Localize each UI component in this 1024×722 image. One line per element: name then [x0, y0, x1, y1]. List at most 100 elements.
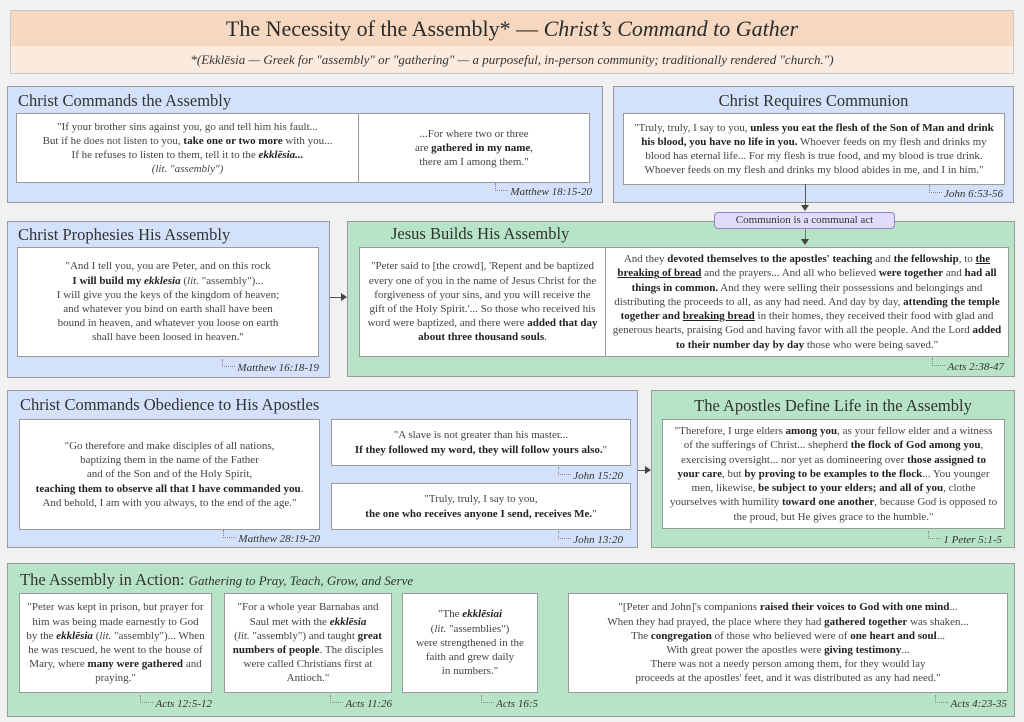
quote-text: "For a whole year Barnabas and Saul met …: [231, 600, 385, 685]
quote-segment: Whoever feeds on my flesh and drinks my …: [644, 135, 987, 177]
emphasis-text: those assigned to your care: [677, 453, 986, 480]
quote-text: "And I tell you, you are Peter, and on t…: [57, 259, 279, 344]
panel-assembly-in-action: The Assembly in Action: Gathering to Pra…: [7, 563, 1015, 717]
emphasis-text: among you: [785, 425, 838, 438]
emphasis-text: devoted themselves to the apostles' teac…: [667, 253, 873, 266]
citation: Matthew 16:18-19: [222, 359, 319, 374]
emphasis-text: lit.: [187, 274, 199, 287]
panel-subtitle: Gathering to Pray, Teach, Grow, and Serv…: [188, 573, 414, 588]
emphasis-text: ekklēsia: [329, 615, 367, 628]
emphasis-text: the breaking of bread: [617, 253, 991, 280]
panel-title: Christ Commands Obedience to His Apostle…: [20, 395, 320, 414]
emphasis-text: ekklēsia...: [258, 149, 304, 161]
emphasis-text: ekklēsiai: [462, 608, 503, 621]
quote-segment: ... There was not a needy person among t…: [635, 644, 941, 685]
quote-segment: ...For where two or three are: [414, 127, 529, 154]
quote-segment: and praying.": [95, 658, 202, 685]
quote-segment: and: [872, 253, 894, 266]
emphasis-text: one heart and soul: [850, 629, 937, 642]
quote-card: ...For where two or three are gathered i…: [358, 113, 590, 183]
emphasis-text: breaking bread: [682, 310, 755, 323]
quote-segment: , but: [722, 467, 745, 480]
emphasis-text: ekklesia: [143, 274, 181, 287]
emphasis-text: giving testimony: [824, 644, 902, 656]
emphasis-text: I will build my: [72, 274, 144, 287]
emphasis-text: be subject to your elders; and all of yo…: [758, 482, 944, 495]
arrow-down-icon: [801, 239, 809, 245]
quote-card: "The ekklēsiai (lit. "assemblies") were …: [402, 593, 538, 693]
quote-segment: "Go therefore and make disciples of all …: [64, 439, 275, 481]
quote-text: ...For where two or three are gathered i…: [415, 127, 533, 170]
quote-card: "Go therefore and make disciples of all …: [19, 419, 320, 530]
quote-card: "Therefore, I urge elders among you, as …: [662, 419, 1005, 529]
quote-segment: ... When they had prayed, the place wher…: [607, 601, 958, 628]
quote-segment: in their homes, they received their food…: [612, 310, 994, 337]
arrow-down-icon: [801, 205, 809, 211]
quote-text: "Peter said to [the crowd], 'Repent and …: [366, 259, 599, 344]
emphasis-text: many were gathered: [87, 658, 184, 671]
page-subtitle: *(Ekklēsia — Greek for "assembly" or "ga…: [10, 46, 1014, 74]
panel-christ-commands-obedience: Christ Commands Obedience to His Apostle…: [7, 390, 638, 548]
quote-segment: ": [592, 507, 597, 520]
connector-line: [330, 297, 342, 298]
quote-segment: , exercising oversight... nor yet as dom…: [681, 439, 984, 466]
emphasis-text: lit.: [237, 629, 250, 642]
panel-christ-requires-communion: Christ Requires Communion "Truly, truly,…: [613, 86, 1014, 203]
quote-card: And they devoted themselves to the apost…: [605, 247, 1009, 357]
panel-christ-commands-assembly: Christ Commands the Assembly "If your br…: [7, 86, 603, 203]
quote-segment: "The: [437, 608, 463, 621]
quote-text: "Truly, truly, I say to you, the one who…: [365, 492, 596, 520]
quote-segment: (: [430, 622, 435, 635]
panel-title: The Apostles Define Life in the Assembly: [694, 396, 972, 415]
quote-segment: and the prayers... And all who believed: [701, 267, 879, 280]
quote-segment: "assemblies") were strengthened in the f…: [416, 622, 524, 678]
panel-title: Christ Commands the Assembly: [18, 91, 232, 110]
emphasis-text: were together: [878, 267, 944, 280]
quote-segment: and: [943, 267, 965, 280]
title-italic: Christ’s Command to Gather: [543, 16, 799, 41]
quote-segment: "Peter said to [the crowd], 'Repent and …: [367, 260, 597, 330]
quote-segment: And they were selling their possessions …: [614, 281, 983, 308]
citation: John 6:53-56: [929, 185, 1003, 200]
quote-segment: "Truly, truly, I say to you,: [424, 493, 538, 506]
emphasis-text: added that day about three thousand soul…: [418, 317, 598, 344]
panel-title: Christ Requires Communion: [718, 91, 909, 110]
quote-segment: , because God is opposed to the proud, b…: [733, 496, 998, 523]
emphasis-text: congregation: [650, 629, 712, 642]
communion-connector-label: Communion is a communal act: [714, 212, 895, 229]
quote-segment: And they: [623, 253, 668, 266]
arrow-right-icon: [645, 466, 651, 474]
quote-card: "Truly, truly, I say to you, unless you …: [623, 113, 1005, 185]
quote-segment: of those who believed were of: [711, 629, 851, 642]
emphasis-text: gathered together: [824, 615, 908, 628]
citation: Acts 4:23-35: [935, 695, 1007, 710]
quote-segment: "[Peter and John]'s companions: [618, 601, 760, 614]
citation: Acts 11:26: [298, 695, 392, 710]
quote-segment: "And I tell you, you are Peter, and on t…: [65, 260, 271, 273]
emphasis-text: ekklēsia: [56, 629, 93, 642]
quote-segment: , there am I among them.": [419, 141, 534, 169]
quote-segment: ... With great power the apostles were: [666, 629, 945, 656]
quote-segment: "assembly")... I will give you the keys …: [56, 274, 280, 344]
citation: John 13:20: [558, 531, 623, 546]
emphasis-text: raised their voices to God with one mind: [759, 601, 950, 614]
page-title: The Necessity of the Assembly* — Christ’…: [10, 10, 1014, 46]
emphasis-text: the flock of God among you: [850, 439, 981, 452]
quote-card: "And I tell you, you are Peter, and on t…: [17, 247, 319, 357]
quote-segment: , clothe yourselves with humility: [669, 482, 976, 509]
quote-text: "Truly, truly, I say to you, unless you …: [630, 121, 998, 178]
quote-text: "[Peter and John]'s companions raised th…: [607, 600, 968, 685]
quote-segment: , to: [958, 253, 976, 266]
quote-text: "Go therefore and make disciples of all …: [36, 439, 304, 510]
quote-card: "If your brother sins against you, go an…: [16, 113, 359, 183]
emphasis-text: If they followed my word, they will foll…: [354, 443, 603, 456]
citation: Matthew 18:15-20: [495, 183, 592, 198]
quote-segment: (: [234, 629, 238, 642]
title-main: The Necessity of the Assembly* —: [225, 16, 544, 41]
connector-line: [805, 229, 806, 239]
emphasis-text: toward one another: [782, 496, 875, 509]
quote-text: And they devoted themselves to the apost…: [612, 252, 1002, 351]
citation: 1 Peter 5:1-5: [928, 531, 1002, 546]
quote-card: "[Peter and John]'s companions raised th…: [568, 593, 1008, 693]
quote-segment: "A slave is not greater than his master.…: [393, 429, 569, 442]
